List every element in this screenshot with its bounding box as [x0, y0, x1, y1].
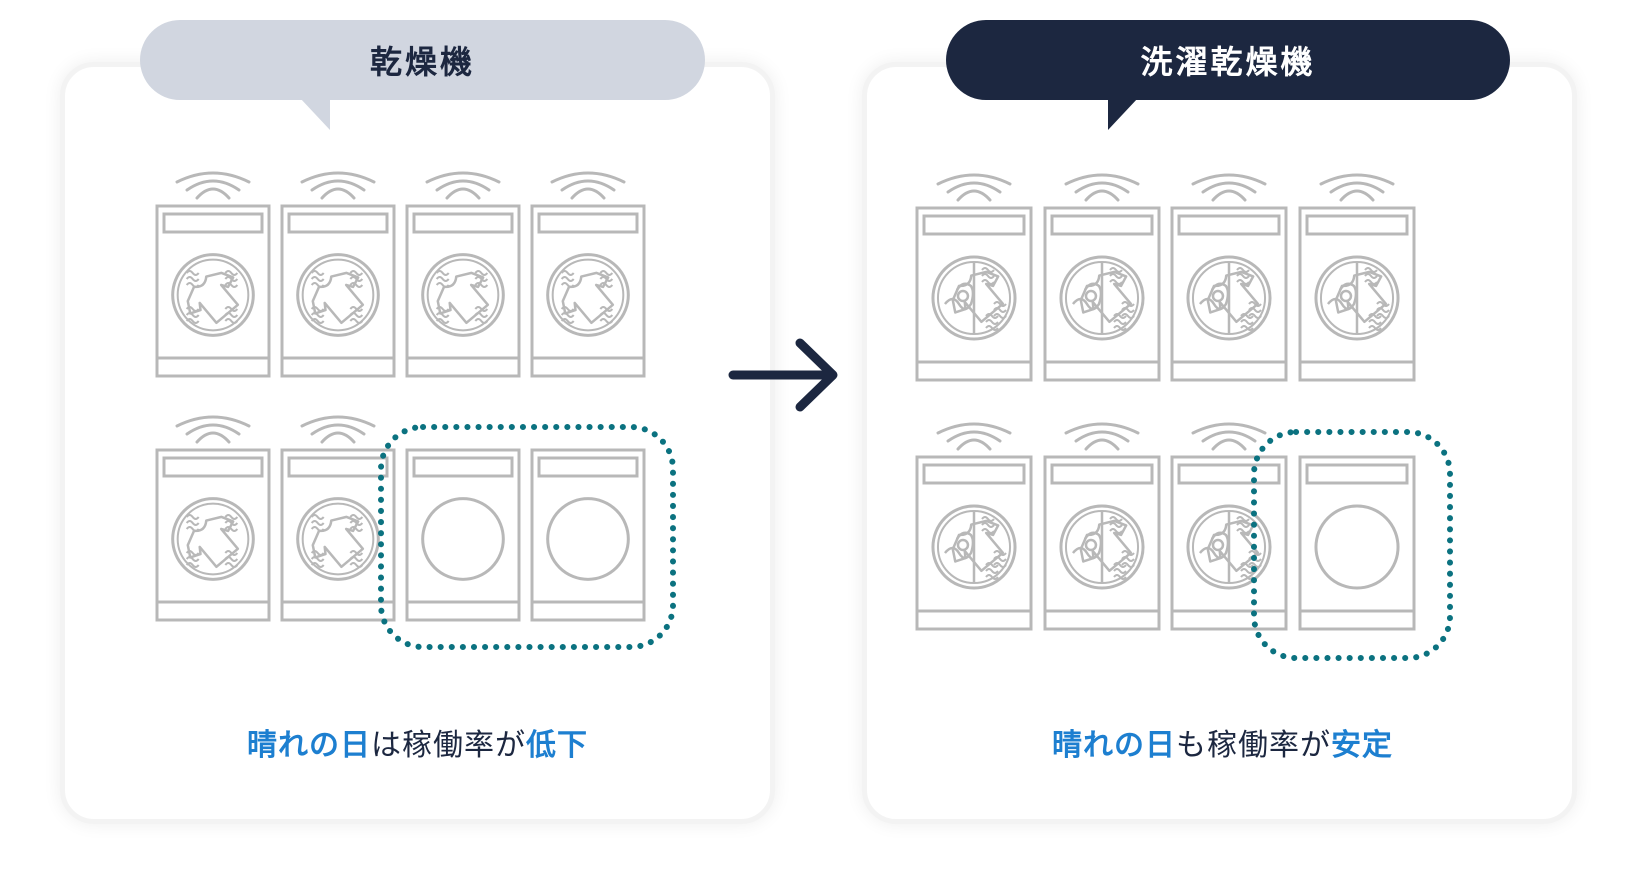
washer-dryer-title-bubble-tail	[1108, 98, 1138, 130]
washer-dryer-caption-highlight-2: 安定	[1331, 728, 1393, 763]
washer-dryer-title-bubble: 洗濯乾燥機	[946, 20, 1510, 100]
dryer-caption-text: は稼働率が	[371, 728, 526, 763]
washer-dryer-panel	[862, 62, 1577, 824]
dryer-caption-highlight-1: 晴れの日	[247, 728, 371, 763]
dryer-caption: 晴れの日は稼働率が低下	[247, 720, 588, 764]
washer-dryer-caption-highlight-1: 晴れの日	[1052, 728, 1176, 763]
dryer-title-bubble-tail	[300, 98, 330, 130]
dryer-caption-highlight-2: 低下	[526, 728, 588, 763]
dryer-title-bubble: 乾燥機	[140, 20, 705, 100]
washer-dryer-caption: 晴れの日も稼働率が安定	[1052, 720, 1393, 764]
dryer-panel	[60, 62, 775, 824]
washer-dryer-caption-text: も稼働率が	[1176, 728, 1331, 763]
